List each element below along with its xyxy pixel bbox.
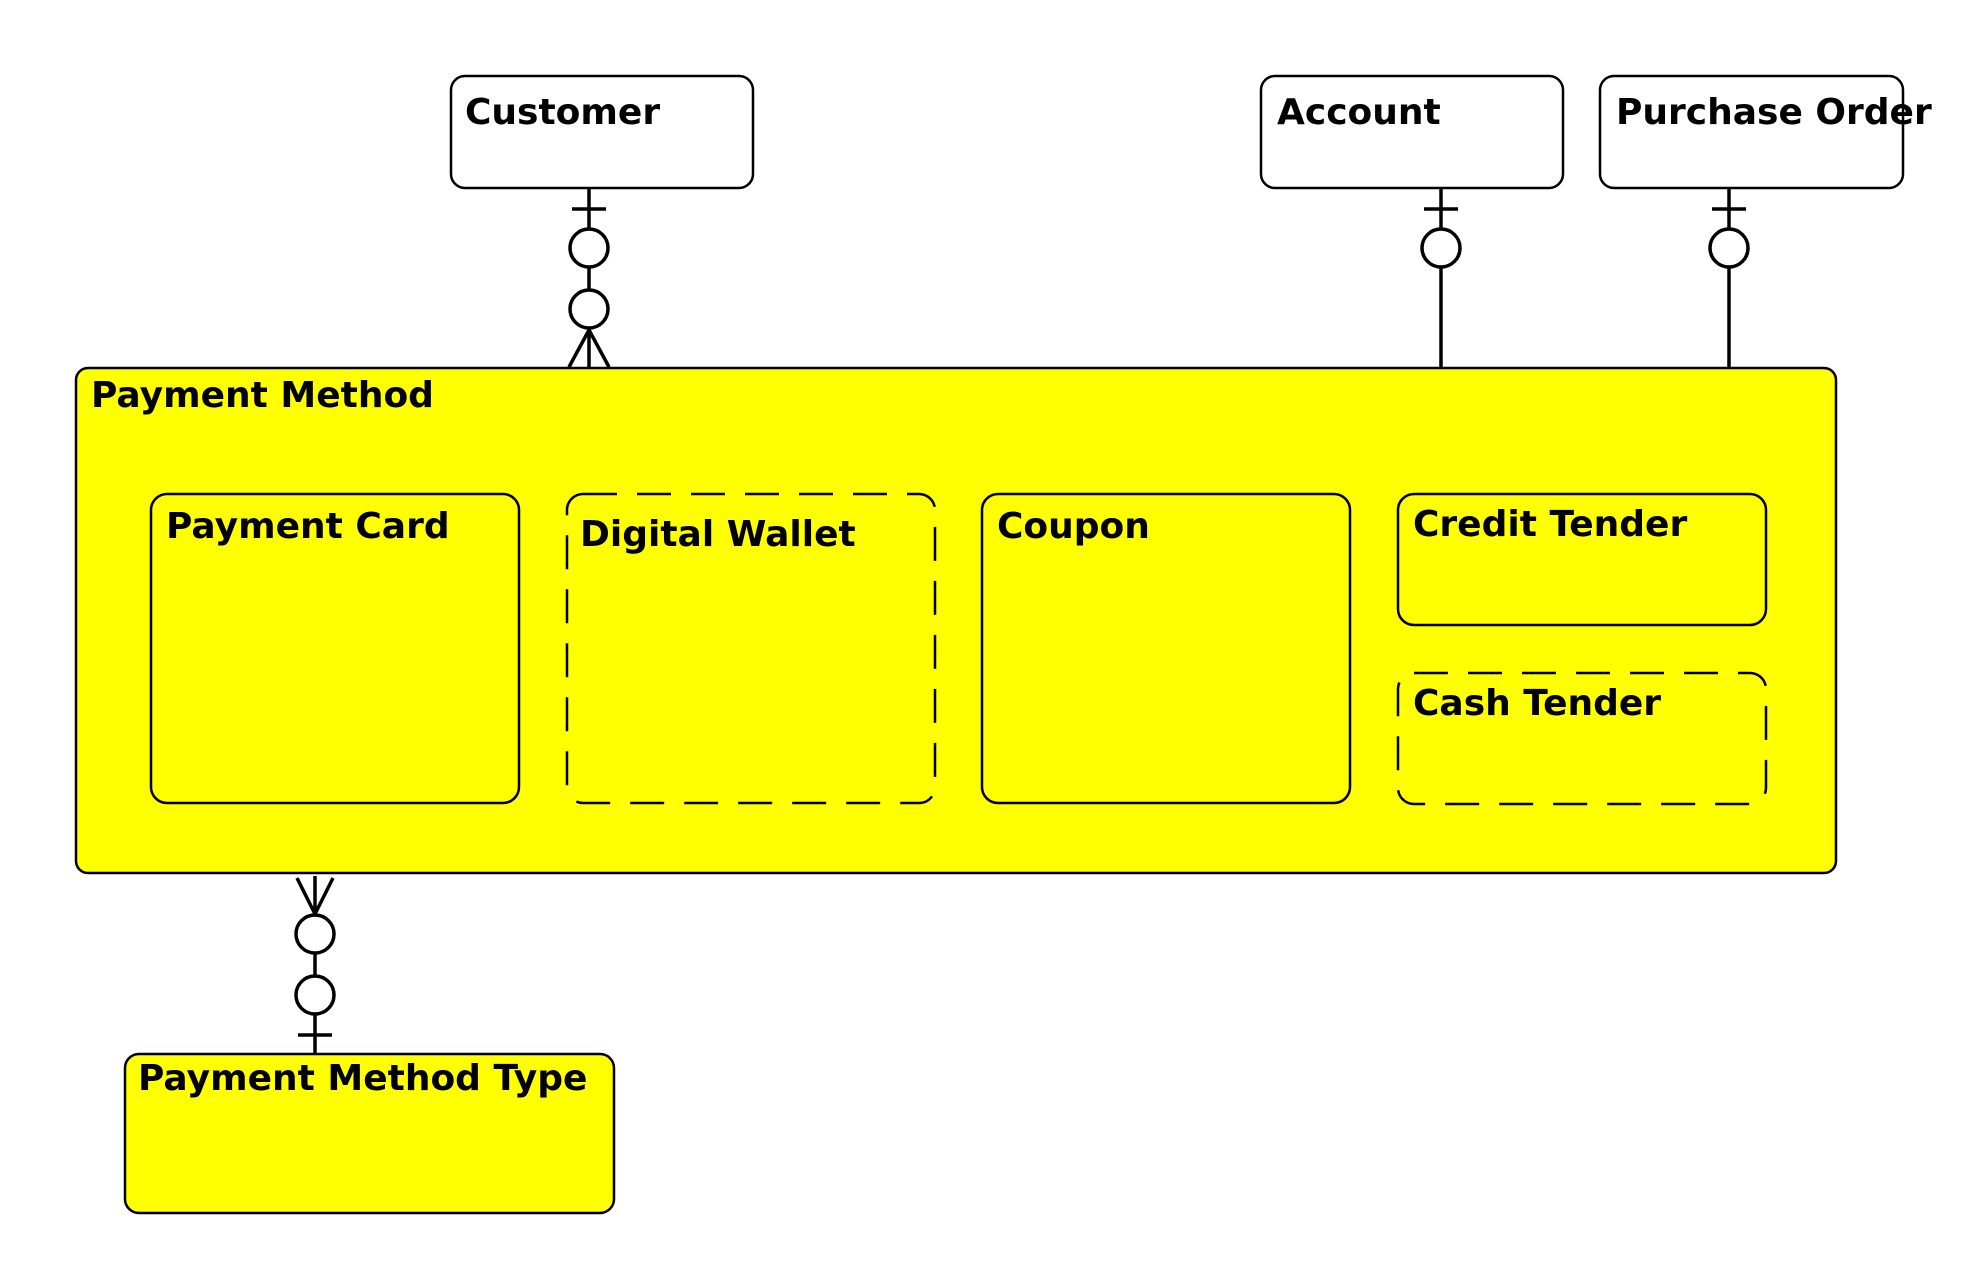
entity-customer-box <box>449 74 755 190</box>
subtype-coupon[interactable]: Coupon <box>980 492 1352 805</box>
entity-payment-method-label: Payment Method <box>91 375 434 416</box>
subtype-coupon-box <box>980 492 1352 805</box>
entity-purchase-order[interactable]: Purchase Order <box>1598 74 1932 190</box>
subtype-payment-card-label: Payment Card <box>166 506 450 547</box>
entity-customer-label: Customer <box>465 92 660 133</box>
entity-purchase-order-box <box>1598 74 1905 190</box>
entity-customer[interactable]: Customer <box>449 74 755 190</box>
subtype-credit-tender-box <box>1396 492 1768 627</box>
entity-payment-method-type-label: Payment Method Type <box>138 1058 587 1099</box>
subtype-credit-tender-label: Credit Tender <box>1413 504 1687 545</box>
entity-account-label: Account <box>1277 92 1441 133</box>
subtype-payment-card-box <box>149 492 521 805</box>
subtype-credit-tender[interactable]: Credit Tender <box>1396 492 1768 627</box>
entity-payment-method-type[interactable]: Payment Method Type <box>123 1052 616 1215</box>
entity-payment-method[interactable]: Payment Method Payment Card Digital Wall… <box>74 366 1838 875</box>
zero-marker-circle <box>568 227 610 269</box>
entity-account[interactable]: Account <box>1259 74 1565 190</box>
zero-marker-circle <box>1708 227 1750 269</box>
subtype-payment-card[interactable]: Payment Card <box>149 492 521 805</box>
subtype-digital-wallet[interactable]: Digital Wallet <box>565 492 937 805</box>
entity-account-box <box>1259 74 1565 190</box>
subtype-digital-wallet-box <box>565 492 937 805</box>
zero-marker-circle <box>1420 227 1462 269</box>
entity-purchase-order-label: Purchase Order <box>1616 92 1932 133</box>
subtype-cash-tender-box <box>1396 671 1768 806</box>
subtype-digital-wallet-label: Digital Wallet <box>580 514 856 555</box>
subtype-cash-tender[interactable]: Cash Tender <box>1396 671 1768 806</box>
connector-customer-payment-method <box>567 188 611 368</box>
zero-marker-circle <box>294 974 336 1016</box>
zero-marker-circle <box>294 913 336 955</box>
connector-payment-method-type <box>294 876 336 1054</box>
subtype-coupon-label: Coupon <box>997 506 1150 547</box>
zero-marker-circle <box>568 288 610 330</box>
subtype-cash-tender-label: Cash Tender <box>1413 683 1661 724</box>
entity-payment-method-type-box <box>123 1052 616 1215</box>
